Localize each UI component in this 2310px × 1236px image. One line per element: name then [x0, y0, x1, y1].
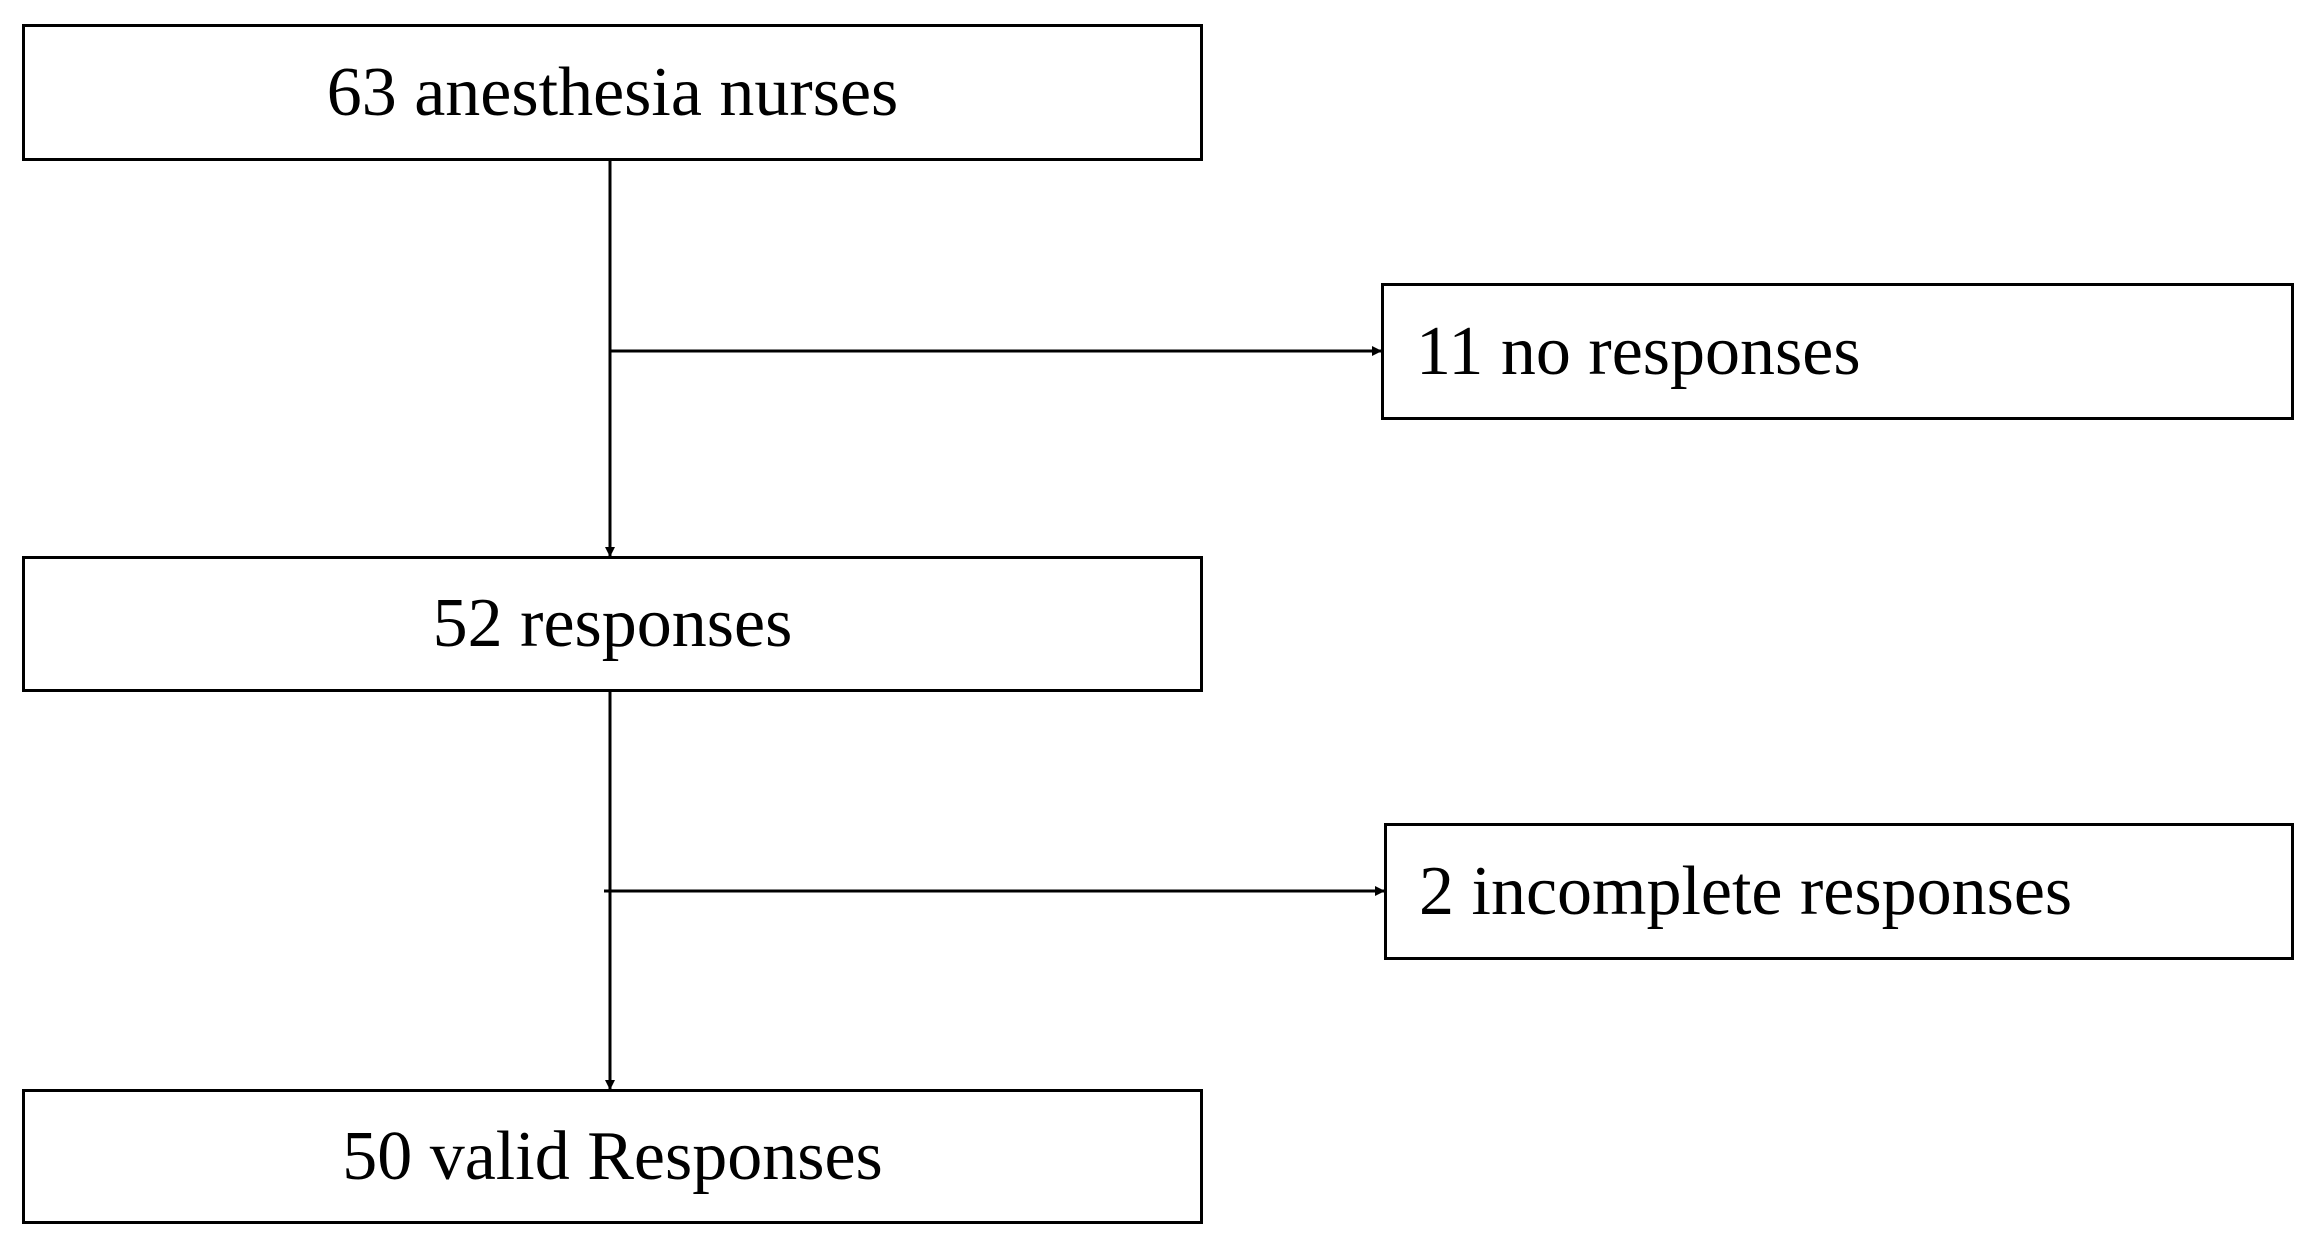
box-incomplete-responses-label: 2 incomplete responses	[1419, 852, 2073, 930]
box-valid-responses-label: 50 valid Responses	[342, 1117, 883, 1195]
box-incomplete-responses: 2 incomplete responses	[1384, 823, 2294, 960]
box-valid-responses: 50 valid Responses	[22, 1089, 1203, 1224]
box-no-responses-label: 11 no responses	[1416, 312, 1861, 390]
box-no-responses: 11 no responses	[1381, 283, 2294, 420]
box-responses-label: 52 responses	[432, 585, 793, 662]
box-total-nurses-label: 63 anesthesia nurses	[326, 53, 899, 131]
box-total-nurses: 63 anesthesia nurses	[22, 24, 1203, 161]
box-responses: 52 responses	[22, 556, 1203, 692]
